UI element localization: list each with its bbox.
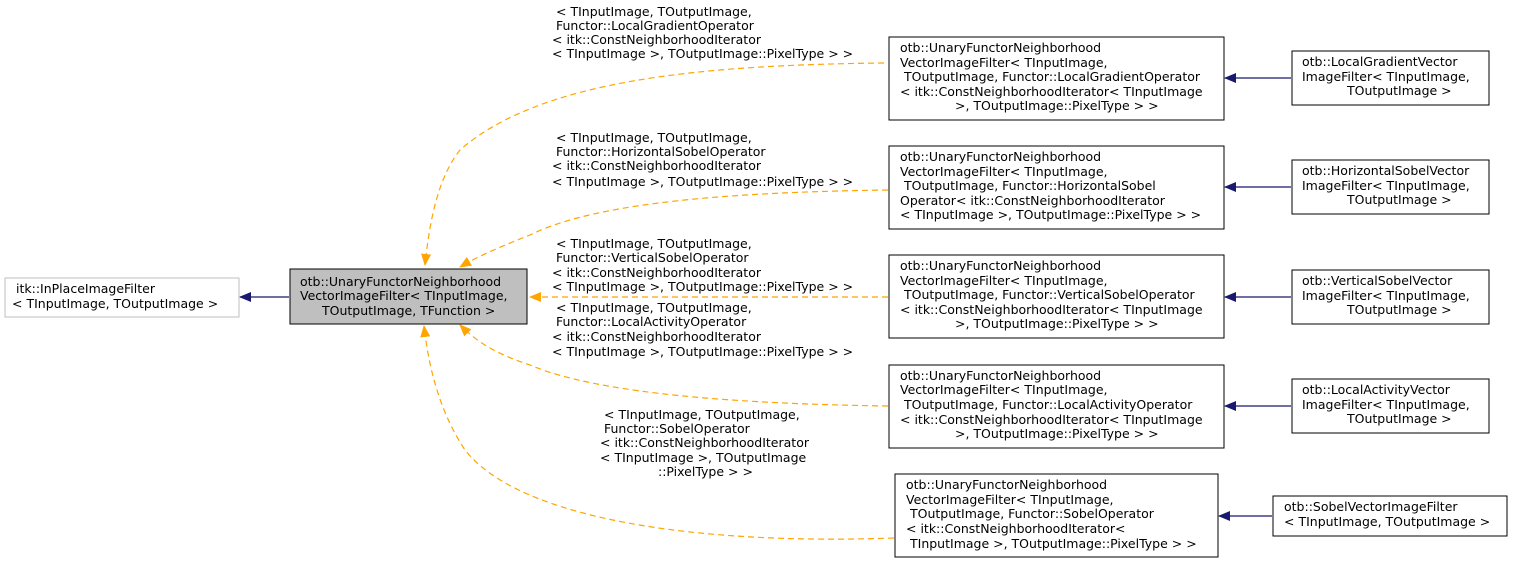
class-node-instantiation-localactivity[interactable]: otb::UnaryFunctorNeighborhood VectorImag… [888,364,1225,449]
edge-template-sobel [420,325,895,540]
svg-text:otb::UnaryFunctorNeighborhood: otb::UnaryFunctorNeighborhood VectorImag… [906,477,1197,551]
class-node-unaryfunctorneighborhood-main[interactable]: otb::UnaryFunctorNeighborhood VectorImag… [289,268,528,325]
edge-label-sobel: < TInputImage, TOutputImage, Functor::So… [600,407,813,479]
class-node-instantiation-sobel[interactable]: otb::UnaryFunctorNeighborhood VectorImag… [894,473,1219,558]
class-node-localactivityvectorimagefilter[interactable]: otb::LocalActivityVector ImageFilter< TI… [1291,378,1490,434]
edges [239,62,1291,540]
edge-template-grad [421,62,885,266]
edge-labels: < TInputImage, TOutputImage, Functor::Lo… [552,4,853,479]
svg-text:otb::UnaryFunctorNeighborhood: otb::UnaryFunctorNeighborhood VectorImag… [300,274,512,318]
svg-text:otb::VerticalSobelVector: otb::VerticalSobelVector ImageFilter< TI… [1302,273,1474,317]
svg-text:otb::UnaryFunctorNeighborhood: otb::UnaryFunctorNeighborhood VectorImag… [900,258,1207,331]
svg-text:otb::UnaryFunctorNeighborhood: otb::UnaryFunctorNeighborhood VectorImag… [900,368,1207,441]
edge-label-act: < TInputImage, TOutputImage, Functor::Lo… [552,300,853,359]
svg-text:otb::UnaryFunctorNeighborhood: otb::UnaryFunctorNeighborhood VectorImag… [900,149,1201,222]
svg-text:otb::LocalGradientVector: otb::LocalGradientVector ImageFilter< TI… [1302,54,1474,98]
svg-text:otb::LocalActivityVector: otb::LocalActivityVector ImageFilter< TI… [1302,382,1474,426]
svg-text:otb::SobelVectorImageFilter: otb::SobelVectorImageFilter < TInputImag… [1284,499,1490,529]
edge-template-hsobel [459,189,889,268]
class-node-sobelvectorimagefilter[interactable]: otb::SobelVectorImageFilter < TInputImag… [1272,495,1508,537]
class-node-horizontalsobelvectorimagefilter[interactable]: otb::HorizontalSobelVector ImageFilter< … [1291,159,1490,215]
class-node-instantiation-localgradient[interactable]: otb::UnaryFunctorNeighborhood VectorImag… [888,36,1225,121]
class-node-instantiation-verticalsobel[interactable]: otb::UnaryFunctorNeighborhood VectorImag… [888,254,1225,339]
class-node-itk-inplaceimagefilter[interactable]: itk::InPlaceImageFilter < TInputImage, T… [4,277,240,318]
svg-text:itk::InPlaceImageFilter: itk::InPlaceImageFilter < TInputImage, T… [12,281,218,311]
edge-label-grad: < TInputImage, TOutputImage, Functor::Lo… [552,4,853,61]
class-node-instantiation-horizontalsobel[interactable]: otb::UnaryFunctorNeighborhood VectorImag… [888,145,1225,230]
class-node-localgradientvectorimagefilter[interactable]: otb::LocalGradientVector ImageFilter< TI… [1291,50,1490,106]
svg-text:otb::UnaryFunctorNeighborhood: otb::UnaryFunctorNeighborhood VectorImag… [900,40,1207,113]
edge-label-hsobel: < TInputImage, TOutputImage, Functor::Ho… [552,130,853,189]
svg-text:otb::HorizontalSobelVector: otb::HorizontalSobelVector ImageFilter< … [1302,163,1474,207]
class-node-verticalsobelvectorimagefilter[interactable]: otb::VerticalSobelVector ImageFilter< TI… [1291,269,1490,325]
edge-label-vsobel: < TInputImage, TOutputImage, Functor::Ve… [552,236,853,294]
